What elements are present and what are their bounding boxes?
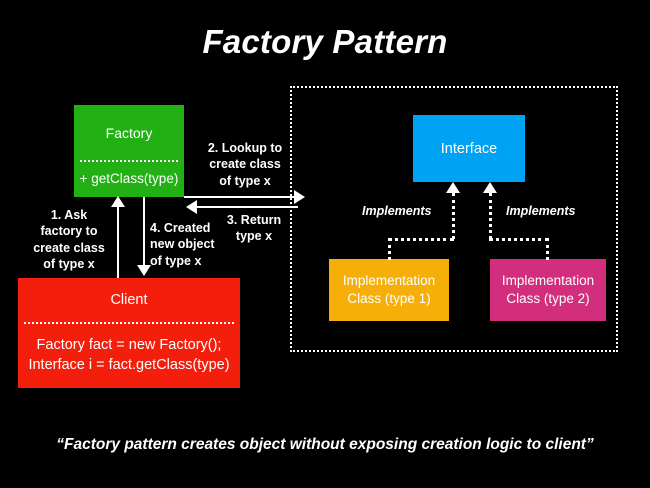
step-4-label: 4. Created new object of type x: [150, 220, 234, 269]
implements-1-vertical-lower: [388, 238, 391, 260]
step-1-label: 1. Ask factory to create class of type x: [24, 207, 114, 272]
client-class-title: Client: [110, 292, 148, 308]
diagram-caption: “Factory pattern creates object without …: [56, 436, 594, 453]
step-2-line-3: of type x: [219, 173, 271, 188]
impl1-line1: Implementation: [342, 272, 436, 288]
implements-2-vertical-lower: [546, 238, 549, 260]
client-class-box[interactable]: Client Factory fact = new Factory(); Int…: [18, 278, 240, 388]
implements-2-vertical-upper: [489, 193, 492, 239]
arrow-2-head-icon: [294, 190, 305, 204]
impl1-line2: Class (type 1): [347, 291, 431, 306]
step-4-line-3: of type x: [150, 253, 202, 268]
factory-class-title: Factory: [105, 124, 153, 141]
implementation-class-1-title: Implementation Class (type 1): [329, 259, 449, 321]
step-4-line-2: new object: [150, 237, 215, 252]
step-3-line-2: type x: [235, 229, 273, 244]
implementation-class-1-box[interactable]: Implementation Class (type 1): [329, 259, 449, 321]
step-2-line-1: 2. Lookup to: [207, 141, 283, 155]
arrow-4-shaft: [143, 197, 145, 267]
step-3-line-1: 3. Return: [226, 213, 282, 227]
interface-class-box[interactable]: Interface: [413, 115, 525, 182]
arrow-1-head-icon: [111, 196, 125, 207]
client-members: Factory fact = new Factory(); Interface …: [18, 324, 240, 388]
implements-2-horizontal: [489, 238, 549, 241]
implements-1-vertical-upper: [452, 193, 455, 239]
client-member-interface-decl: Interface i = fact.getClass(type): [28, 357, 230, 373]
implements-1-arrow-head-icon: [446, 182, 460, 193]
client-divider: [24, 322, 234, 324]
implements-1-horizontal: [388, 238, 454, 241]
implements-1-label: Implements: [362, 204, 432, 218]
factory-member-getclass: + getClass(type): [79, 171, 179, 187]
implements-2-arrow-head-icon: [483, 182, 497, 193]
factory-members: + getClass(type): [74, 162, 184, 197]
step-2-line-2: create class: [209, 157, 281, 172]
step-1-line-1: 1. Ask: [50, 208, 88, 222]
factory-divider: [80, 160, 178, 162]
interface-class-title: Interface: [440, 140, 498, 157]
arrow-3-shaft: [196, 206, 298, 208]
implementation-group-boundary: [290, 86, 618, 352]
step-1-line-4: of type x: [43, 256, 95, 271]
factory-class-box[interactable]: Factory + getClass(type): [74, 105, 184, 197]
step-3-label: 3. Return type x: [214, 212, 294, 245]
impl2-line2: Class (type 2): [506, 291, 590, 306]
step-4-line-1: 4. Created: [150, 221, 211, 235]
step-1-line-3: create class: [33, 240, 105, 255]
implements-2-label: Implements: [506, 204, 576, 218]
arrow-4-head-icon: [137, 265, 151, 276]
arrow-3-head-icon: [186, 200, 197, 214]
arrow-1-shaft: [117, 206, 119, 278]
impl2-line1: Implementation: [501, 272, 595, 288]
client-member-factory-decl: Factory fact = new Factory();: [36, 337, 222, 354]
step-1-line-2: factory to: [40, 224, 98, 239]
arrow-2-shaft: [184, 196, 296, 198]
implementation-class-2-box[interactable]: Implementation Class (type 2): [490, 259, 606, 321]
step-2-label: 2. Lookup to create class of type x: [191, 140, 299, 189]
implementation-class-2-title: Implementation Class (type 2): [490, 259, 606, 321]
page-title: Factory Pattern: [202, 23, 448, 60]
